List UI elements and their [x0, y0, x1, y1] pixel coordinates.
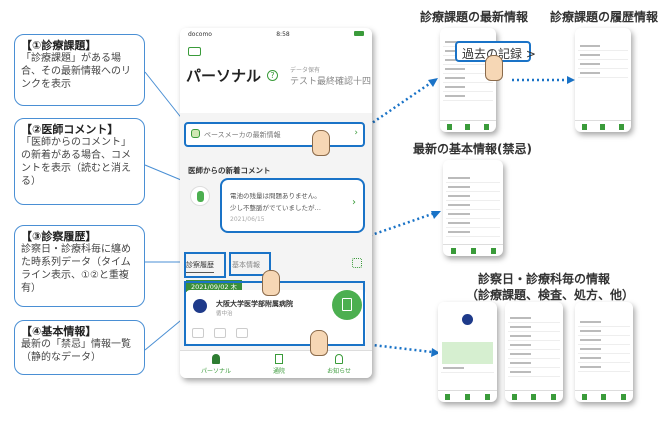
doctor-avatar — [190, 186, 210, 206]
callout-body: 「診療課題」がある場合、その最新情報へのリンクを表示 — [21, 53, 131, 90]
comment-line: 少し不整脈がでていましたが… — [230, 204, 321, 212]
person-icon — [212, 354, 220, 364]
hand-pointer-icon — [485, 55, 503, 81]
nav-visits[interactable]: 通院 — [273, 354, 285, 378]
nav-label: パーソナル — [201, 368, 232, 375]
callout-title: 【①診療課題】 — [21, 39, 97, 52]
hand-pointer-icon — [310, 330, 328, 356]
pacemaker-icon — [236, 328, 248, 338]
nav-label: お知らせ — [327, 368, 351, 375]
callout-doctor-comment: 【②医師コメント】「医師からのコメント」の新着がある場合、コメントを表示（読むと… — [14, 118, 145, 205]
carrier: docomo — [188, 31, 212, 38]
bottom-nav: パーソナル 通院 お知らせ — [180, 350, 372, 378]
comment-heading: 医師からの新着コメント — [188, 166, 271, 175]
arrowhead — [431, 348, 440, 357]
hand-pointer-icon — [262, 270, 280, 296]
callout-body: 診察日・診療科毎に纏めた時系列データ（タイムライン表示、①②と重複有） — [21, 244, 131, 294]
callout-issue: 【①診療課題】「診療課題」がある場合、その最新情報へのリンクを表示 — [14, 34, 145, 106]
grid-icon[interactable] — [352, 258, 362, 268]
callout-title: 【③診察履歴】 — [21, 230, 97, 243]
hospital-logo — [193, 299, 207, 313]
hospital-card[interactable]: 大阪大学医学部附属病院 循中治 — [186, 290, 366, 344]
callout-body: 最新の「禁忌」情報一覧（静的なデータ） — [21, 339, 131, 363]
main-phone: docomo 8:58 パーソナル ? データ保有 テスト最終確認十四 ペースメー… — [180, 28, 372, 378]
test-results-screen — [505, 302, 563, 402]
visit-info-subtitle: （診療課題、検査、処方、他） — [466, 288, 635, 302]
status-bar: docomo 8:58 — [180, 28, 372, 41]
user-name: テスト最終確認十四 — [290, 77, 372, 87]
basic-info-screen — [443, 160, 503, 256]
header: パーソナル ? データ保有 テスト最終確認十四 — [180, 41, 372, 113]
chevron-right-icon: › — [352, 197, 356, 208]
highlight-comment — [220, 178, 365, 233]
heart-icon — [191, 129, 200, 138]
help-icon[interactable]: ? — [267, 70, 278, 81]
visit-info-title: 診察日・診療科毎の情報 — [478, 272, 611, 286]
chevron-right-icon: › — [354, 128, 358, 138]
id-card-icon[interactable] — [188, 47, 201, 56]
latest-issue-title: 診療課題の最新情報 — [420, 10, 529, 24]
hand-pointer-icon — [312, 130, 330, 156]
history-screen — [575, 28, 631, 132]
callout-basic-info: 【④基本情報】最新の「禁忌」情報一覧（静的なデータ） — [14, 320, 145, 375]
callout-visit-history: 【③診察履歴】診察日・診療科毎に纏めた時系列データ（タイムライン表示、①②と重複… — [14, 225, 145, 307]
pacemaker-icon — [214, 328, 226, 338]
nav-label: 通院 — [273, 368, 286, 375]
pacemaker-link-label: ペースメーカの最新情報 — [204, 131, 281, 139]
clock: 8:58 — [276, 31, 290, 38]
highlight-tab-history — [184, 252, 226, 278]
arrowhead — [428, 78, 438, 87]
bell-icon — [335, 354, 343, 364]
nav-notifications[interactable]: お知らせ — [327, 354, 351, 378]
doctor-comment-card[interactable]: 電池の残量は問題ありません。 少し不整脈がでていましたが… 2021/06/15… — [222, 180, 364, 232]
highlight-tab-basic — [229, 252, 271, 276]
arrowhead — [567, 76, 575, 84]
hospital-name: 大阪大学医学部附属病院 — [216, 300, 293, 308]
comment-line: 電池の残量は問題ありません。 — [230, 192, 321, 200]
page-title: パーソナル — [186, 67, 262, 85]
data-label: データ保有 — [290, 67, 321, 74]
add-record-button[interactable] — [332, 290, 362, 320]
arrow-to-visit-info — [329, 338, 433, 354]
arrow-to-latest-issue — [339, 80, 433, 147]
past-records-link[interactable]: 過去の記録 > — [455, 41, 536, 62]
tab-basic-info[interactable]: 基本情報 — [232, 261, 260, 269]
basic-info-title: 最新の基本情報(禁忌) — [413, 142, 532, 156]
callout-title: 【④基本情報】 — [21, 325, 97, 338]
history-title: 診療課題の履歴情報 — [550, 10, 659, 24]
arrowhead — [431, 211, 441, 219]
department: 循中治 — [216, 311, 233, 317]
tab-visit-history[interactable]: 診察履歴 — [186, 260, 214, 273]
battery-icon — [353, 31, 364, 36]
highlight-pacemaker — [184, 122, 365, 147]
comment-date: 2021/06/15 — [230, 216, 265, 223]
visit-summary-screen — [438, 302, 497, 402]
nav-personal[interactable]: パーソナル — [201, 354, 231, 378]
visit-date-badge: 2021/09/02 木 — [186, 280, 243, 292]
building-icon — [275, 354, 284, 364]
pacemaker-icon — [192, 328, 204, 338]
prescription-screen — [575, 302, 633, 402]
callout-title: 【②医師コメント】 — [21, 123, 119, 136]
callout-body: 「医師からのコメント」の新着がある場合、コメントを表示（読むと消える） — [21, 137, 131, 187]
